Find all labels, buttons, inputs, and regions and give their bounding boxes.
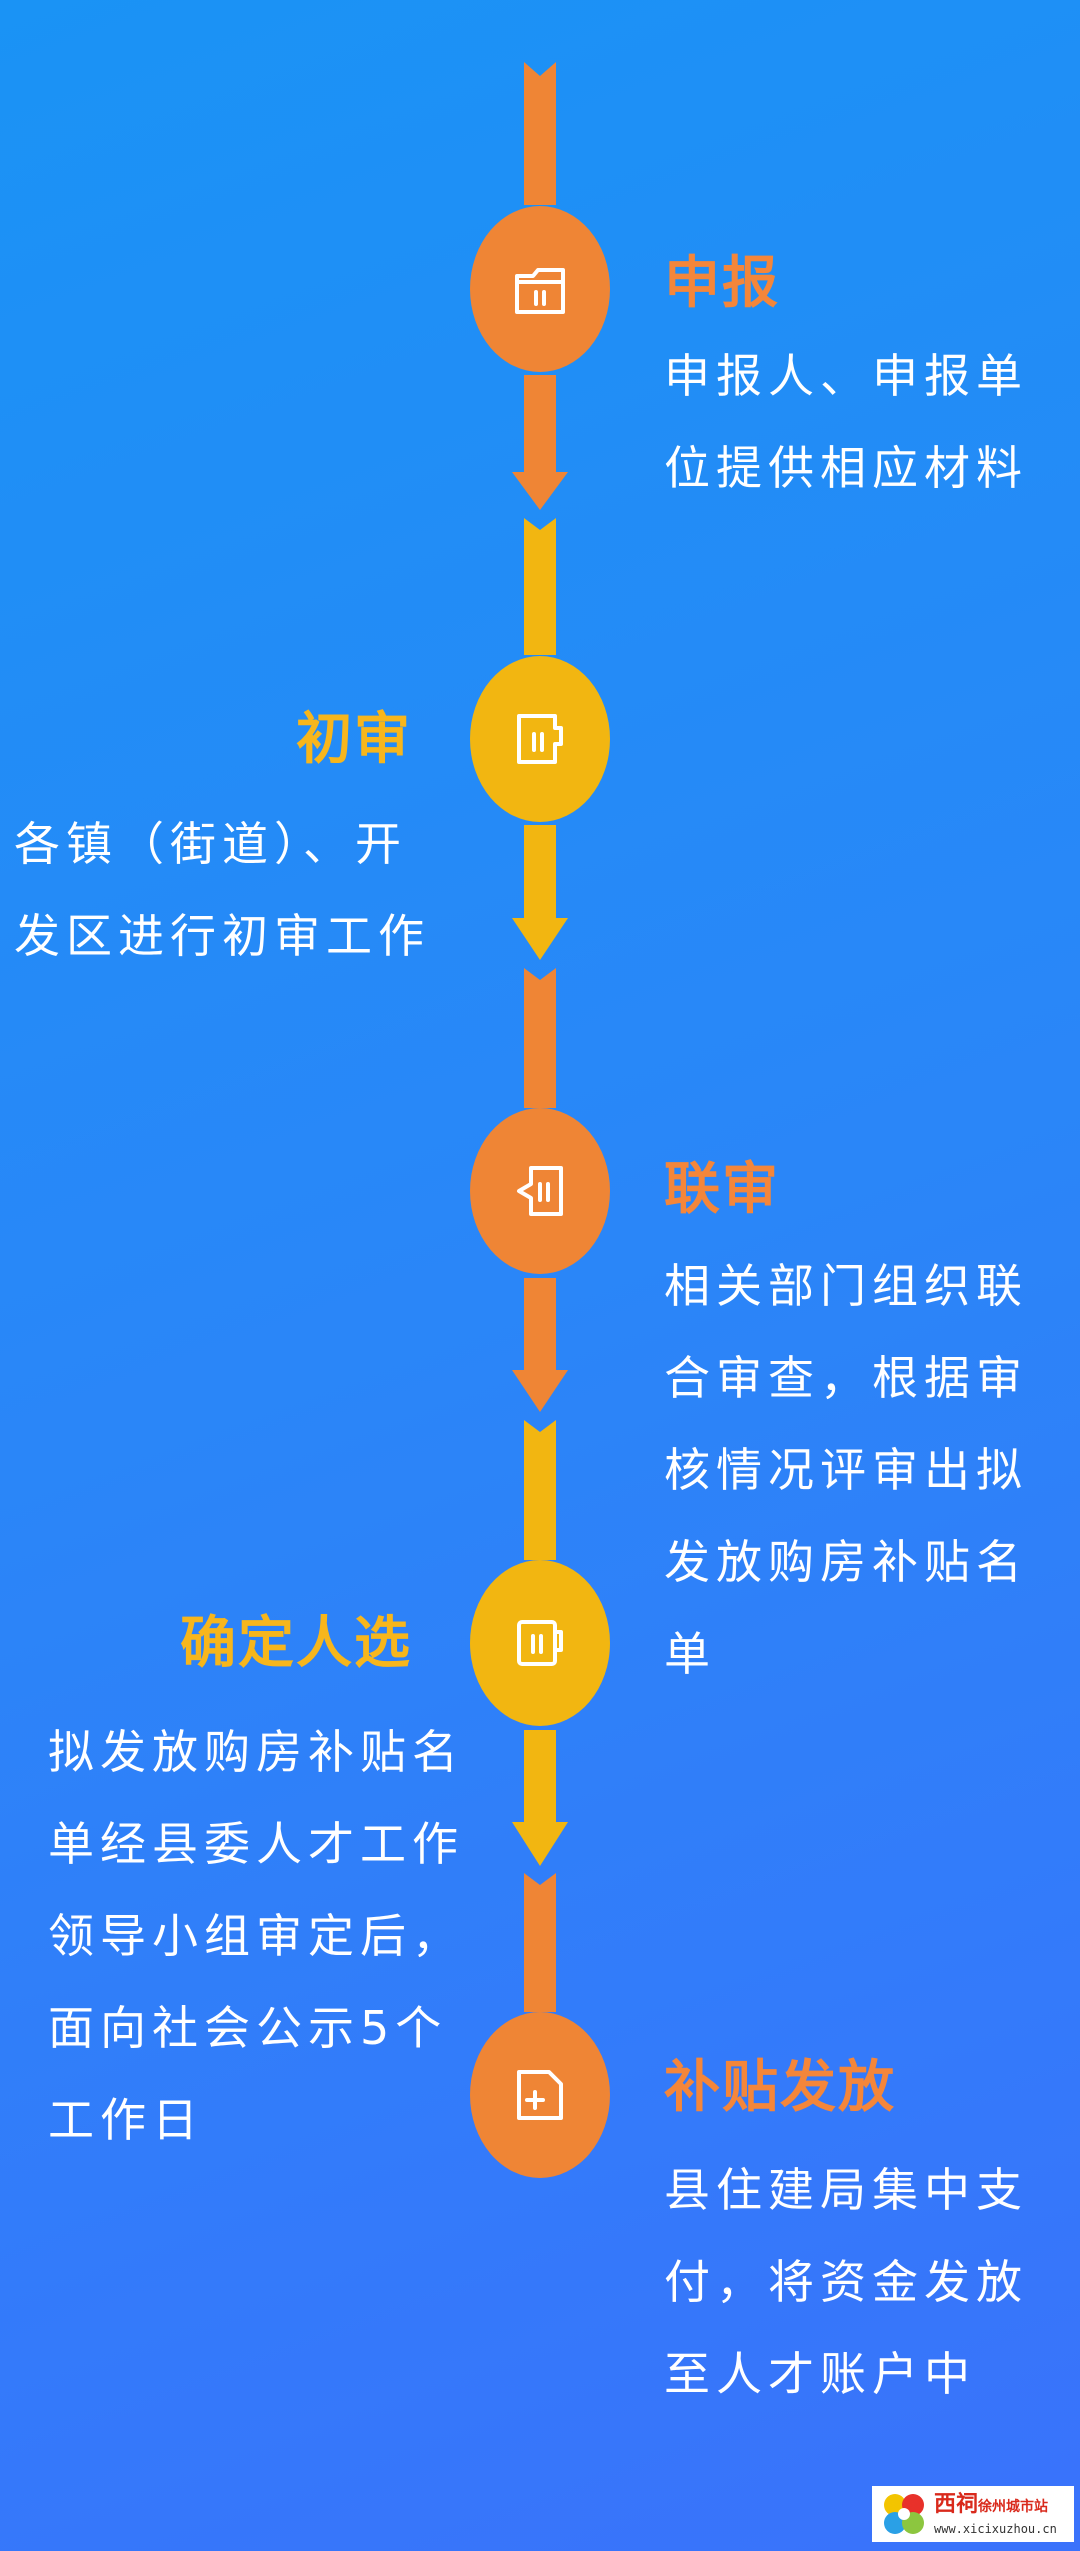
- step-description: 申报人、申报单 位提供相应材料: [664, 330, 1028, 514]
- step-description-line: 相关部门组织联: [664, 1259, 1028, 1313]
- step-title: 申报: [664, 251, 780, 316]
- step-description-line: 申报人、申报单: [664, 349, 1028, 403]
- add-document-icon: [517, 2070, 563, 2120]
- stem-segment: [524, 518, 556, 655]
- step-description-line: 单经县委人才工作: [48, 1817, 464, 1871]
- step-description-line: 各镇（街道）、开: [14, 817, 407, 871]
- stem-segment: [524, 1730, 556, 1825]
- step-description: 拟发放购房补贴名 单经县委人才工作 领导小组审定后， 面向社会公示5个 工作日: [48, 1706, 464, 2166]
- step-description-line: 付，将资金发放: [664, 2255, 1028, 2309]
- step-title: 补贴发放: [664, 2055, 896, 2120]
- step-description-line: 单: [664, 1627, 716, 1681]
- step-node-2: [470, 656, 610, 822]
- step-title: 确定人选: [180, 1611, 412, 1676]
- step-title: 初审: [296, 707, 412, 772]
- stem-segment: [524, 62, 556, 205]
- step-node-5: [470, 2012, 610, 2178]
- stem-segment: [524, 825, 556, 920]
- watermark-logo: 西祠徐州城市站 www.xicixuzhou.cn: [872, 2486, 1074, 2542]
- step-description-line: 工作日: [48, 2093, 204, 2147]
- step-node-4: [470, 1560, 610, 1726]
- clipboard-icon: [517, 1620, 563, 1666]
- stem-segment: [524, 1873, 556, 2012]
- document-icon: [517, 714, 563, 764]
- archive-box-icon: [517, 1166, 563, 1216]
- pinwheel-logo-icon: [884, 2494, 924, 2534]
- step-description-line: 合审查，根据审: [664, 1351, 1028, 1405]
- step-description: 各镇（街道）、开 发区进行初审工作: [14, 798, 430, 982]
- step-description-line: 发区进行初审工作: [14, 909, 430, 963]
- stem-segment: [524, 1420, 556, 1560]
- folder-icon: [515, 268, 565, 314]
- step-description-line: 发放购房补贴名: [664, 1535, 1028, 1589]
- step-description-line: 领导小组审定后，: [48, 1909, 464, 1963]
- stem-segment: [524, 1278, 556, 1373]
- arrow-down-icon: [512, 918, 568, 960]
- watermark-url: www.xicixuzhou.cn: [934, 2522, 1057, 2536]
- step-description-line: 县住建局集中支: [664, 2163, 1028, 2217]
- step-description: 相关部门组织联 合审查，根据审 核情况评审出拟 发放购房补贴名 单: [664, 1240, 1028, 1700]
- step-description-line: 核情况评审出拟: [664, 1443, 1028, 1497]
- step-description: 县住建局集中支 付，将资金发放 至人才账户中: [664, 2144, 1028, 2420]
- stem-segment: [524, 968, 556, 1108]
- watermark-name: 西祠: [934, 2492, 979, 2517]
- step-description-line: 至人才账户中: [664, 2347, 976, 2401]
- arrow-down-icon: [512, 1822, 568, 1866]
- step-description-line: 拟发放购房补贴名: [48, 1725, 464, 1779]
- step-description-line: 位提供相应材料: [664, 441, 1028, 495]
- step-node-3: [470, 1108, 610, 1274]
- watermark-city: 徐州城市站: [978, 2499, 1049, 2515]
- step-title: 联审: [664, 1157, 780, 1222]
- arrow-down-icon: [512, 1370, 568, 1412]
- step-description-line: 面向社会公示5个: [48, 2001, 448, 2055]
- stem-segment: [524, 375, 556, 475]
- arrow-down-icon: [512, 472, 568, 510]
- step-node-1: [470, 206, 610, 372]
